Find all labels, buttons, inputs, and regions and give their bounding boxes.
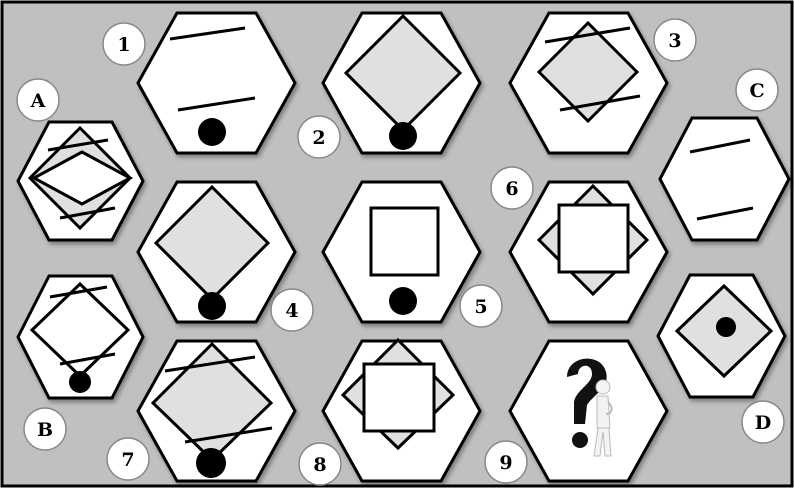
- label-badge-4: 4: [271, 289, 313, 331]
- cell-label-8: 8: [313, 454, 326, 476]
- dot: [716, 317, 736, 337]
- label-badge-b: B: [24, 408, 66, 450]
- label-badge-7: 7: [107, 438, 149, 480]
- cell-label-1: 1: [117, 34, 130, 56]
- label-badge-3: 3: [654, 19, 696, 61]
- cell-label-3: 3: [668, 30, 681, 52]
- dot: [389, 287, 417, 315]
- dot: [198, 292, 226, 320]
- square: [364, 364, 434, 431]
- label-badge-a: A: [17, 79, 59, 121]
- label-badge-d: D: [742, 401, 784, 443]
- label-badge-1: 1: [103, 23, 145, 65]
- label-badge-8: 8: [299, 443, 341, 485]
- dot: [389, 122, 417, 150]
- square: [559, 205, 628, 272]
- cell-label-7: 7: [121, 449, 134, 471]
- option-label-a: A: [30, 90, 46, 112]
- dot: [196, 448, 226, 478]
- cell-label-9: 9: [499, 452, 512, 474]
- label-badge-c: C: [736, 69, 778, 111]
- cell-label-4: 4: [285, 300, 298, 322]
- cell-label-2: 2: [312, 127, 325, 149]
- square: [371, 208, 438, 275]
- option-label-b: B: [37, 419, 53, 441]
- cell-label-6: 6: [505, 178, 518, 200]
- label-badge-6: 6: [491, 167, 533, 209]
- option-label-c: C: [749, 80, 764, 102]
- option-label-d: D: [755, 412, 771, 434]
- label-badge-2: 2: [298, 116, 340, 158]
- label-badge-9: 9: [485, 441, 527, 483]
- label-badge-5: 5: [460, 285, 502, 327]
- dot: [198, 118, 226, 146]
- dot: [69, 371, 91, 393]
- cell-label-5: 5: [474, 296, 487, 318]
